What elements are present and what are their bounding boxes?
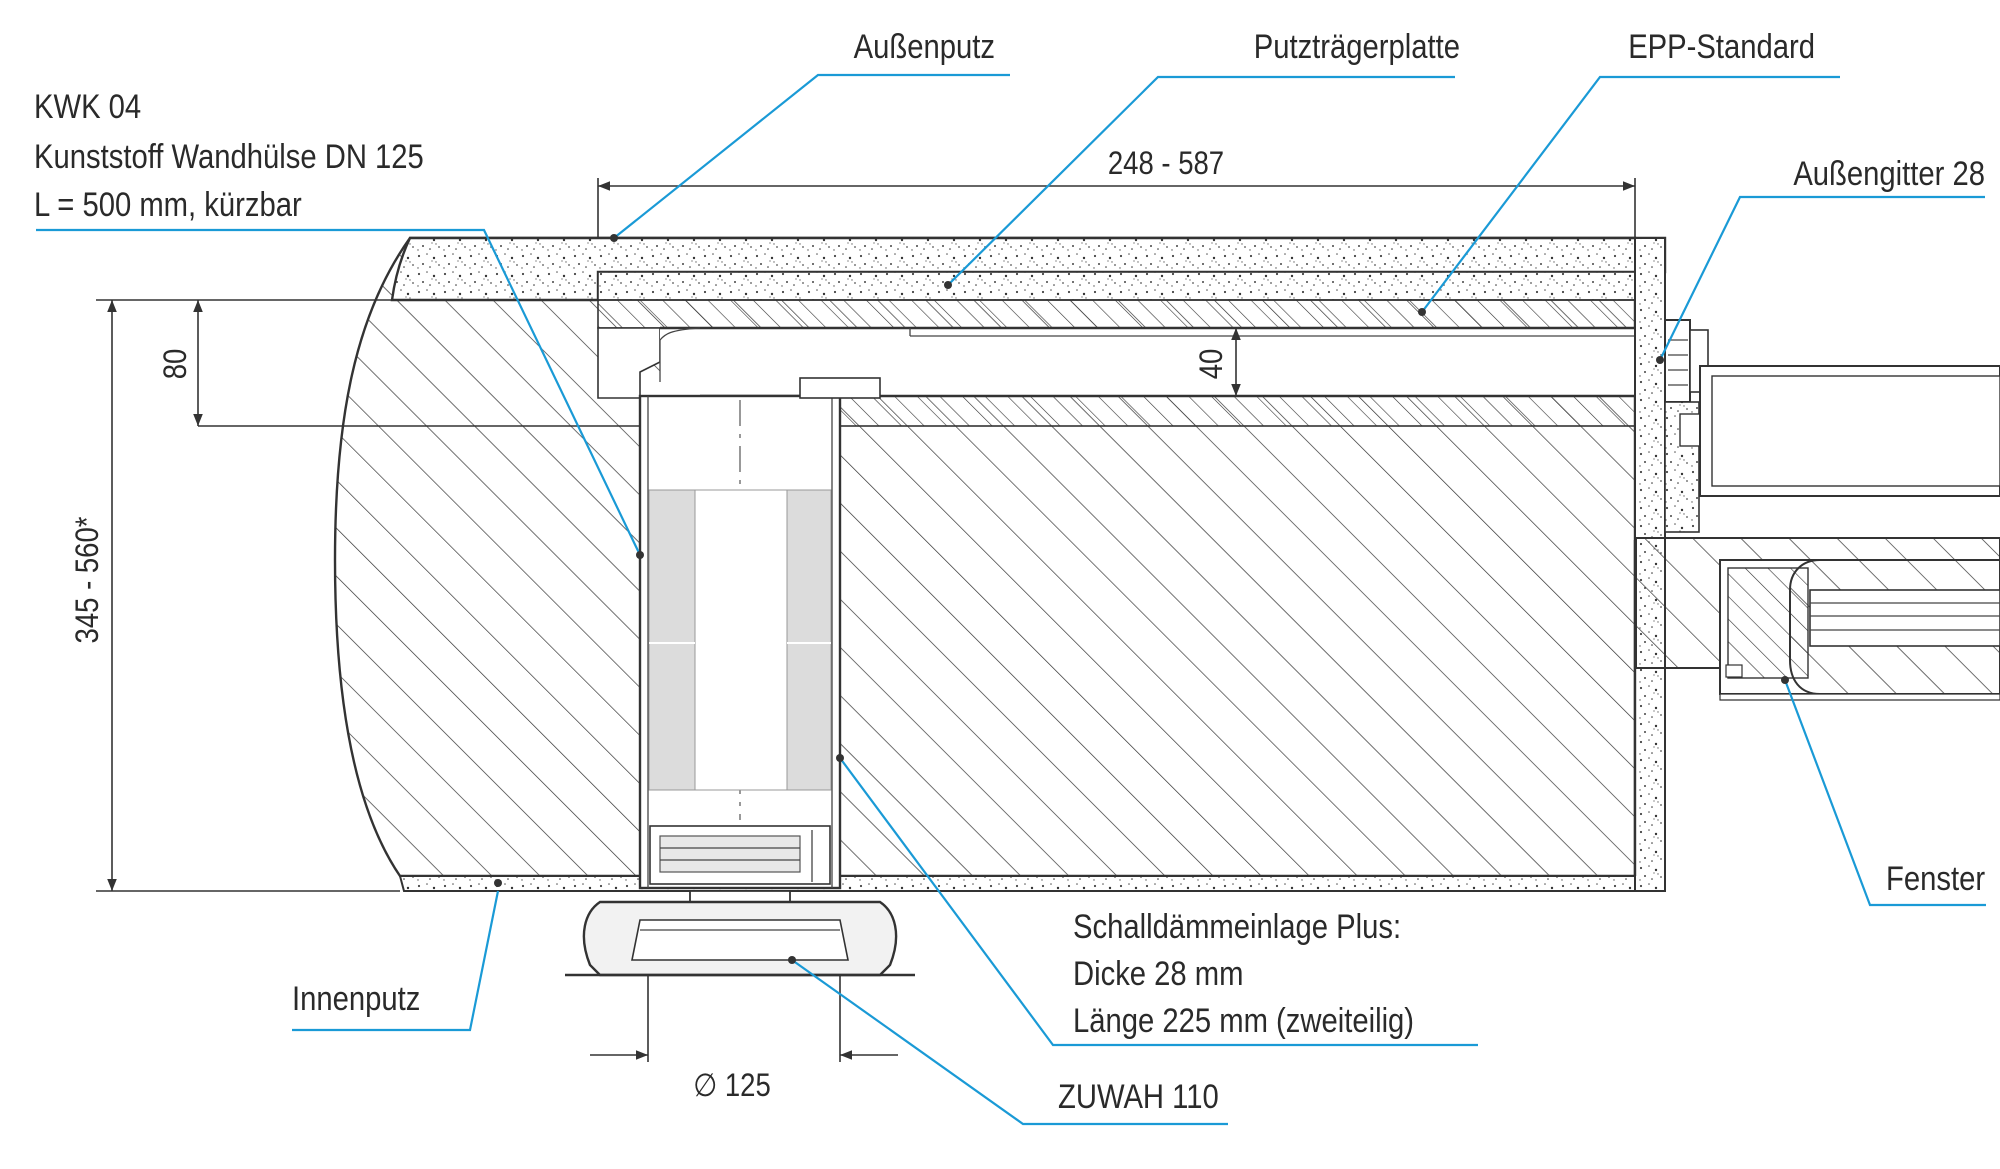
dimension-width: [597, 178, 1636, 238]
label-aussengitter: Außengitter 28: [1793, 154, 1985, 193]
label-schall-line1: Schalldämmeinlage Plus:: [1073, 907, 1401, 946]
label-kwk-line2: Kunststoff Wandhülse DN 125: [34, 137, 424, 176]
label-putztraegerplatte: Putzträgerplatte: [1254, 27, 1460, 66]
label-epp-standard: EPP-Standard: [1628, 27, 1815, 66]
dim-label-40: 40: [1194, 349, 1229, 380]
plaster-carrier-board: [597, 271, 1636, 301]
dimension-80: [193, 300, 640, 427]
label-schall-line3: Länge 225 mm (zweiteilig): [1073, 1001, 1414, 1040]
dim-label-depth: 345 - 560*: [70, 516, 105, 643]
label-fenster: Fenster: [1886, 859, 1985, 898]
dimension-depth: [96, 299, 420, 892]
label-aussenputz: Außenputz: [854, 27, 995, 66]
dim-label-diameter: ∅ 125: [693, 1068, 771, 1103]
dim-label-80: 80: [158, 349, 193, 380]
inner-cover-zuwah: [565, 890, 915, 977]
label-kwk-line1: KWK 04: [34, 87, 141, 126]
leader-lines: [36, 73, 1986, 1126]
window-frame: [1635, 365, 2000, 701]
sound-insulation-insert: [648, 489, 832, 791]
label-innenputz: Innenputz: [292, 979, 420, 1018]
fan-module: [649, 825, 831, 885]
dimension-diameter: [590, 975, 898, 1062]
label-zuwah: ZUWAH 110: [1058, 1077, 1219, 1116]
label-schall-line2: Dicke 28 mm: [1073, 954, 1243, 993]
dim-label-width: 248 - 587: [1108, 146, 1224, 181]
label-kwk-line3: L = 500 mm, kürzbar: [34, 185, 302, 224]
